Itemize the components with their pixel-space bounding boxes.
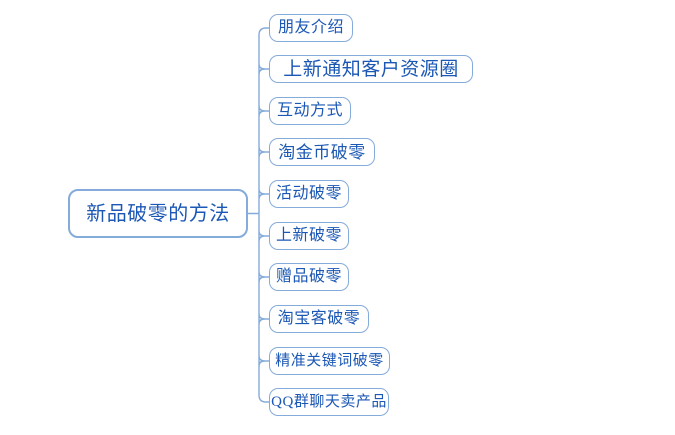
child-topic-5[interactable]: 活动破零	[269, 180, 349, 208]
child-topic-10[interactable]: QQ群聊天卖产品	[269, 388, 389, 416]
child-topic-label: 赠品破零	[275, 268, 342, 285]
child-topic-8[interactable]: 淘宝客破零	[269, 305, 369, 333]
child-topic-label: 朋友介绍	[277, 19, 344, 36]
child-topic-label: 淘宝客破零	[277, 310, 361, 327]
root-topic[interactable]: 新品破零的方法	[68, 189, 248, 238]
child-topic-1[interactable]: 朋友介绍	[269, 14, 353, 42]
child-topic-7[interactable]: 赠品破零	[269, 263, 349, 291]
child-topic-9[interactable]: 精准关键词破零	[269, 347, 390, 375]
child-topic-label: 互动方式	[276, 102, 343, 119]
child-topic-label: 上新破零	[275, 227, 342, 244]
child-topic-label: QQ群聊天卖产品	[271, 393, 387, 410]
child-topic-4[interactable]: 淘金币破零	[269, 138, 375, 166]
child-topic-6[interactable]: 上新破零	[269, 222, 349, 250]
child-topic-label: 活动破零	[275, 185, 342, 202]
child-topic-label: 上新通知客户资源圈	[283, 58, 459, 80]
child-topic-2[interactable]: 上新通知客户资源圈	[269, 55, 473, 83]
child-topic-label: 淘金币破零	[278, 142, 366, 162]
child-topic-label: 精准关键词破零	[275, 352, 384, 369]
root-topic-label: 新品破零的方法	[86, 202, 230, 225]
child-topic-3[interactable]: 互动方式	[269, 97, 351, 125]
